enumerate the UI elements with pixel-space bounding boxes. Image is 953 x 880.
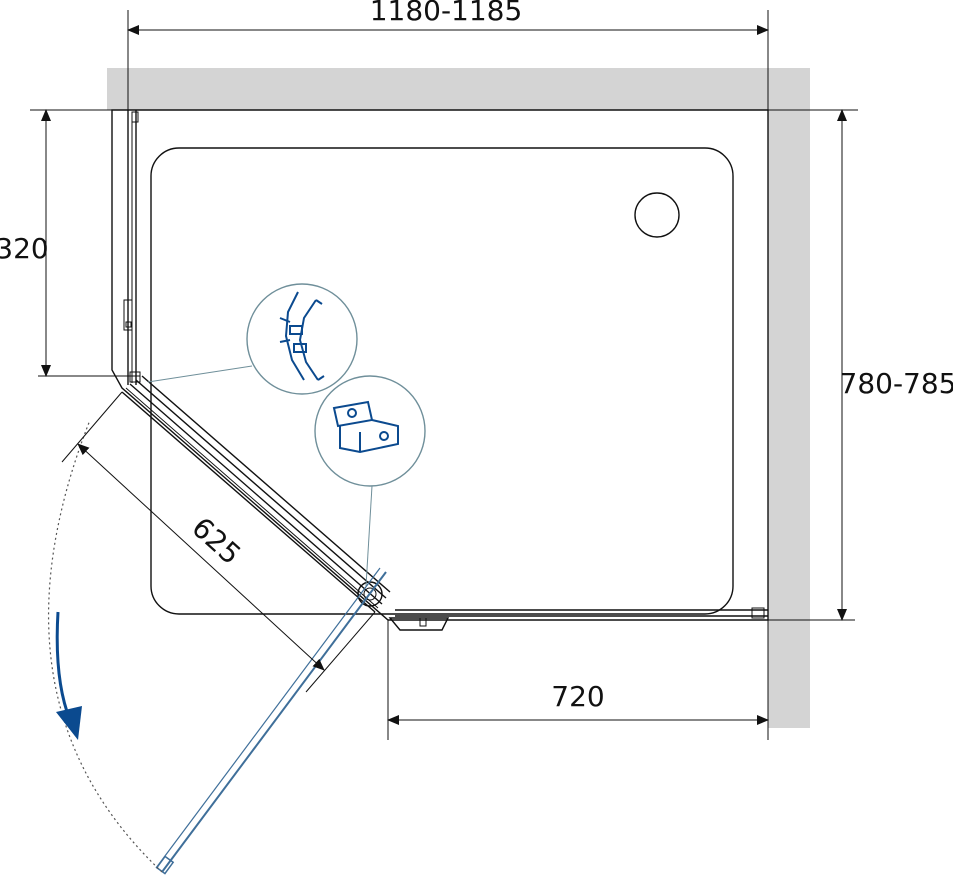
dimension-bottom-fixed: 720 (387, 620, 769, 740)
dimension-overall-depth: 780-785 (750, 109, 953, 621)
left-wall-profile (123, 110, 141, 385)
left-fixed-label: 320 (0, 232, 49, 265)
door-swing-arc (48, 419, 163, 873)
swing-arrow-icon (55, 611, 82, 740)
walls (107, 68, 810, 728)
right-wall (768, 68, 810, 728)
hinge-profile-icon (279, 291, 325, 381)
bottom-fixed-panel (388, 607, 768, 631)
overall-depth-label: 780-785 (840, 367, 953, 400)
handle-detail (314, 375, 426, 587)
dimension-left-fixed: 320 (0, 109, 140, 377)
door-width-label: 625 (185, 511, 247, 571)
bottom-fixed-label: 720 (551, 680, 604, 713)
dimension-overall-width: 1180-1185 (127, 0, 769, 130)
tray-basin (150, 147, 734, 615)
overall-width-label: 1180-1185 (370, 0, 523, 27)
drain-icon (634, 192, 680, 238)
door-handle-icon (332, 400, 399, 454)
back-wall (107, 68, 810, 110)
hinge-profile-detail (147, 283, 358, 395)
